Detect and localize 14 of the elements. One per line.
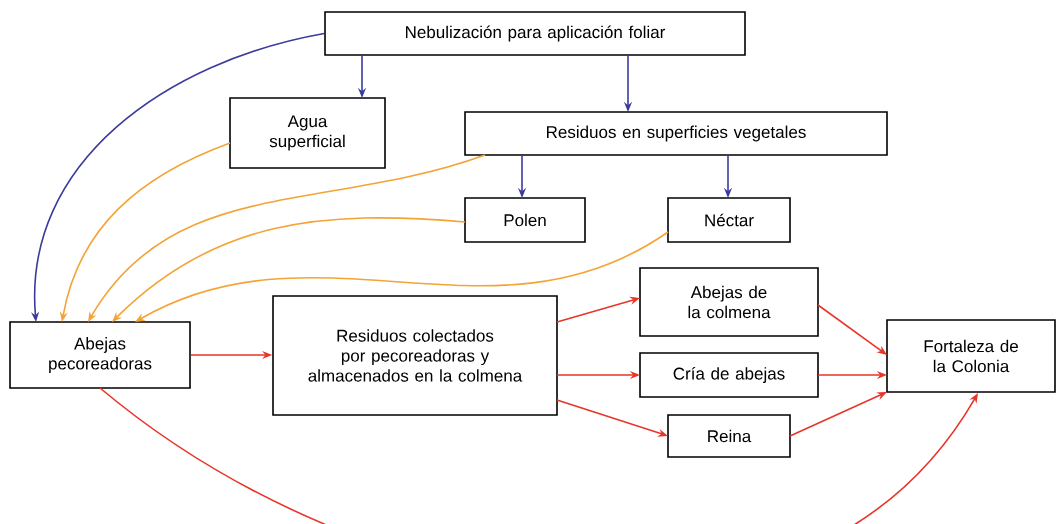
process-box: Reina [667, 414, 791, 458]
arrow [817, 304, 887, 355]
process-box: Residuos colectados por pecoreadoras y almacenados en la colmena [272, 295, 558, 416]
process-box: Agua superficial [229, 97, 386, 169]
process-box: Néctar [667, 197, 791, 243]
process-box: Residuos en superficies vegetales [464, 111, 888, 156]
process-box: Cría de abejas [639, 352, 819, 398]
process-box: Fortaleza de la Colonia [886, 319, 1056, 393]
process-box: Abejas pecoreadoras [9, 321, 191, 389]
process-box: Nebulización para aplicación foliar [324, 11, 746, 56]
process-box: Polen [464, 197, 586, 243]
arrow [99, 387, 978, 524]
arrow [112, 217, 466, 322]
process-box: Abejas de la colmena [639, 267, 819, 337]
